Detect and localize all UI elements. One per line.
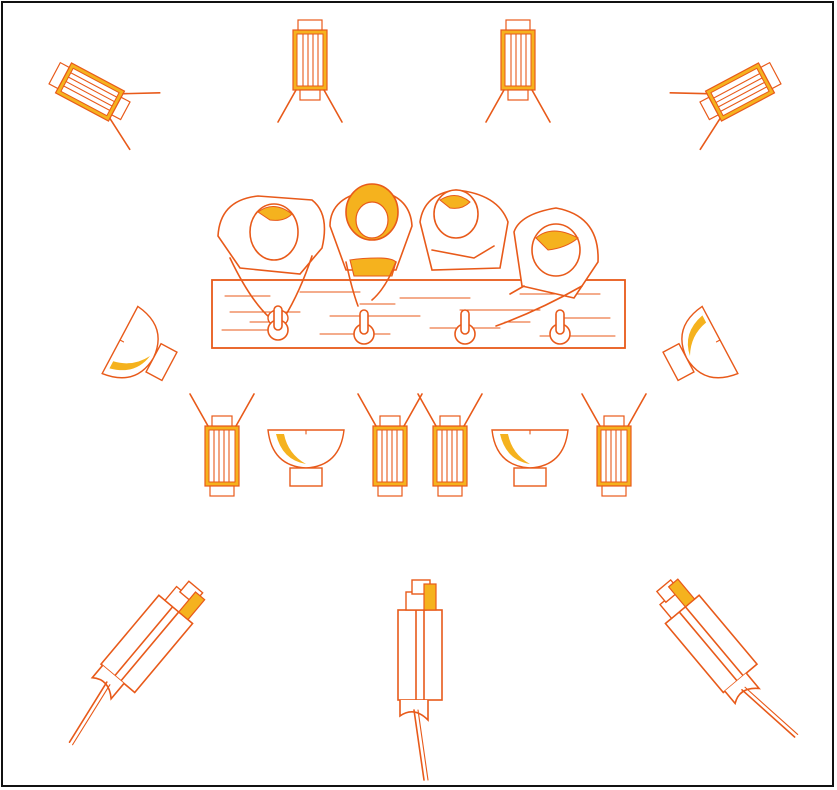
spotlight-icon [582,394,646,496]
floodlight-icon [653,306,738,399]
spotlight-icon [670,45,790,149]
spotlight-icon [418,394,482,496]
camera-icon [646,572,808,753]
spotlight-icon [358,394,422,496]
floodlight-icon [102,306,187,399]
floodlight-icon [268,430,344,486]
camera-icon [398,580,442,780]
camera-icon [50,572,212,753]
floodlight-icon [492,430,568,486]
performer-3 [420,190,508,270]
spotlight-icon [278,20,342,122]
spotlight-icon [40,45,160,149]
spotlight-icon [190,394,254,496]
spotlight-icon [486,20,550,122]
